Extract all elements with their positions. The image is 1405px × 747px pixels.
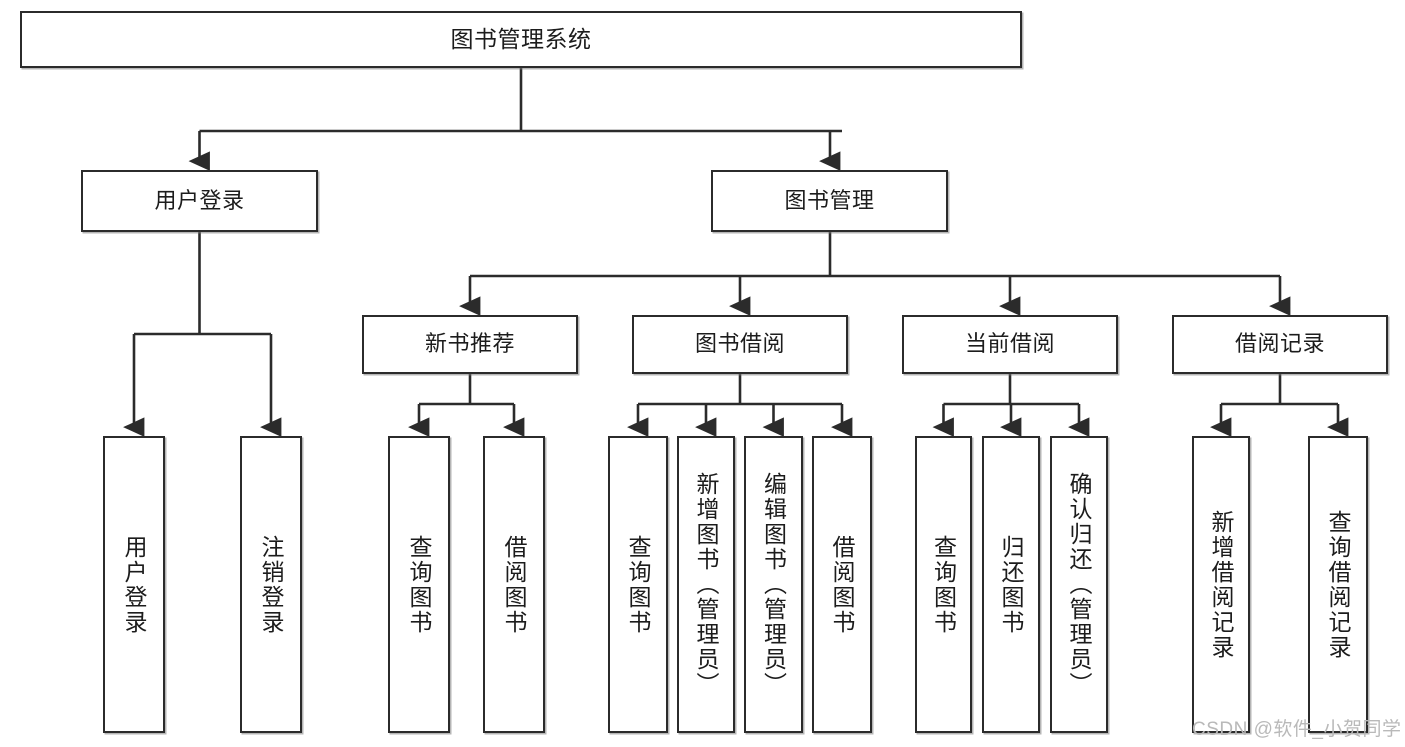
leaf-query-record[interactable]: 查询借阅记录 bbox=[1308, 436, 1368, 733]
leaf-add-record[interactable]: 新增借阅记录 bbox=[1192, 436, 1250, 733]
node-borrow-record-label: 借阅记录 bbox=[1234, 331, 1325, 357]
leaf-borrow-book-2[interactable]: 借阅图书 bbox=[812, 436, 872, 733]
node-user-login[interactable]: 用户登录 bbox=[81, 170, 318, 232]
leaf-query-book-3-label: 查询图书 bbox=[930, 534, 957, 635]
leaf-confirm-return[interactable]: 确认归还（管理员） bbox=[1050, 436, 1108, 733]
node-new-book-recommend[interactable]: 新书推荐 bbox=[362, 315, 578, 374]
leaf-user-logout[interactable]: 注销登录 bbox=[240, 436, 302, 733]
leaf-query-book-1[interactable]: 查询图书 bbox=[388, 436, 450, 733]
leaf-query-book-1-label: 查询图书 bbox=[406, 534, 433, 635]
node-root-label: 图书管理系统 bbox=[450, 25, 592, 52]
node-book-management[interactable]: 图书管理 bbox=[711, 170, 948, 232]
leaf-borrow-book-1-label: 借阅图书 bbox=[501, 534, 528, 635]
watermark: CSDN @软件_小贺同学 bbox=[1192, 719, 1402, 740]
leaf-borrow-book-1[interactable]: 借阅图书 bbox=[483, 436, 545, 733]
leaf-add-book[interactable]: 新增图书（管理员） bbox=[677, 436, 735, 733]
leaf-user-login-label: 用户登录 bbox=[121, 534, 148, 635]
leaf-edit-book-label: 编辑图书（管理员） bbox=[760, 472, 787, 697]
leaf-query-record-label: 查询借阅记录 bbox=[1325, 509, 1352, 660]
node-current-borrow[interactable]: 当前借阅 bbox=[902, 315, 1118, 374]
leaf-borrow-book-2-label: 借阅图书 bbox=[829, 534, 856, 635]
leaf-add-book-label: 新增图书（管理员） bbox=[693, 472, 720, 697]
node-book-management-label: 图书管理 bbox=[784, 187, 875, 213]
leaf-edit-book[interactable]: 编辑图书（管理员） bbox=[744, 436, 803, 733]
leaf-user-logout-label: 注销登录 bbox=[258, 534, 285, 635]
leaf-query-book-2-label: 查询图书 bbox=[625, 534, 652, 635]
node-root[interactable]: 图书管理系统 bbox=[20, 11, 1022, 68]
leaf-confirm-return-label: 确认归还（管理员） bbox=[1066, 472, 1093, 697]
leaf-query-book-3[interactable]: 查询图书 bbox=[915, 436, 972, 733]
node-new-book-recommend-label: 新书推荐 bbox=[424, 331, 515, 357]
node-current-borrow-label: 当前借阅 bbox=[964, 331, 1055, 357]
leaf-user-login[interactable]: 用户登录 bbox=[103, 436, 165, 733]
node-user-login-label: 用户登录 bbox=[154, 187, 245, 213]
leaf-query-book-2[interactable]: 查询图书 bbox=[608, 436, 668, 733]
node-book-borrow[interactable]: 图书借阅 bbox=[632, 315, 848, 374]
node-borrow-record[interactable]: 借阅记录 bbox=[1172, 315, 1388, 374]
leaf-return-book-label: 归还图书 bbox=[998, 534, 1025, 635]
node-book-borrow-label: 图书借阅 bbox=[694, 331, 785, 357]
leaf-return-book[interactable]: 归还图书 bbox=[982, 436, 1040, 733]
leaf-add-record-label: 新增借阅记录 bbox=[1208, 509, 1235, 660]
